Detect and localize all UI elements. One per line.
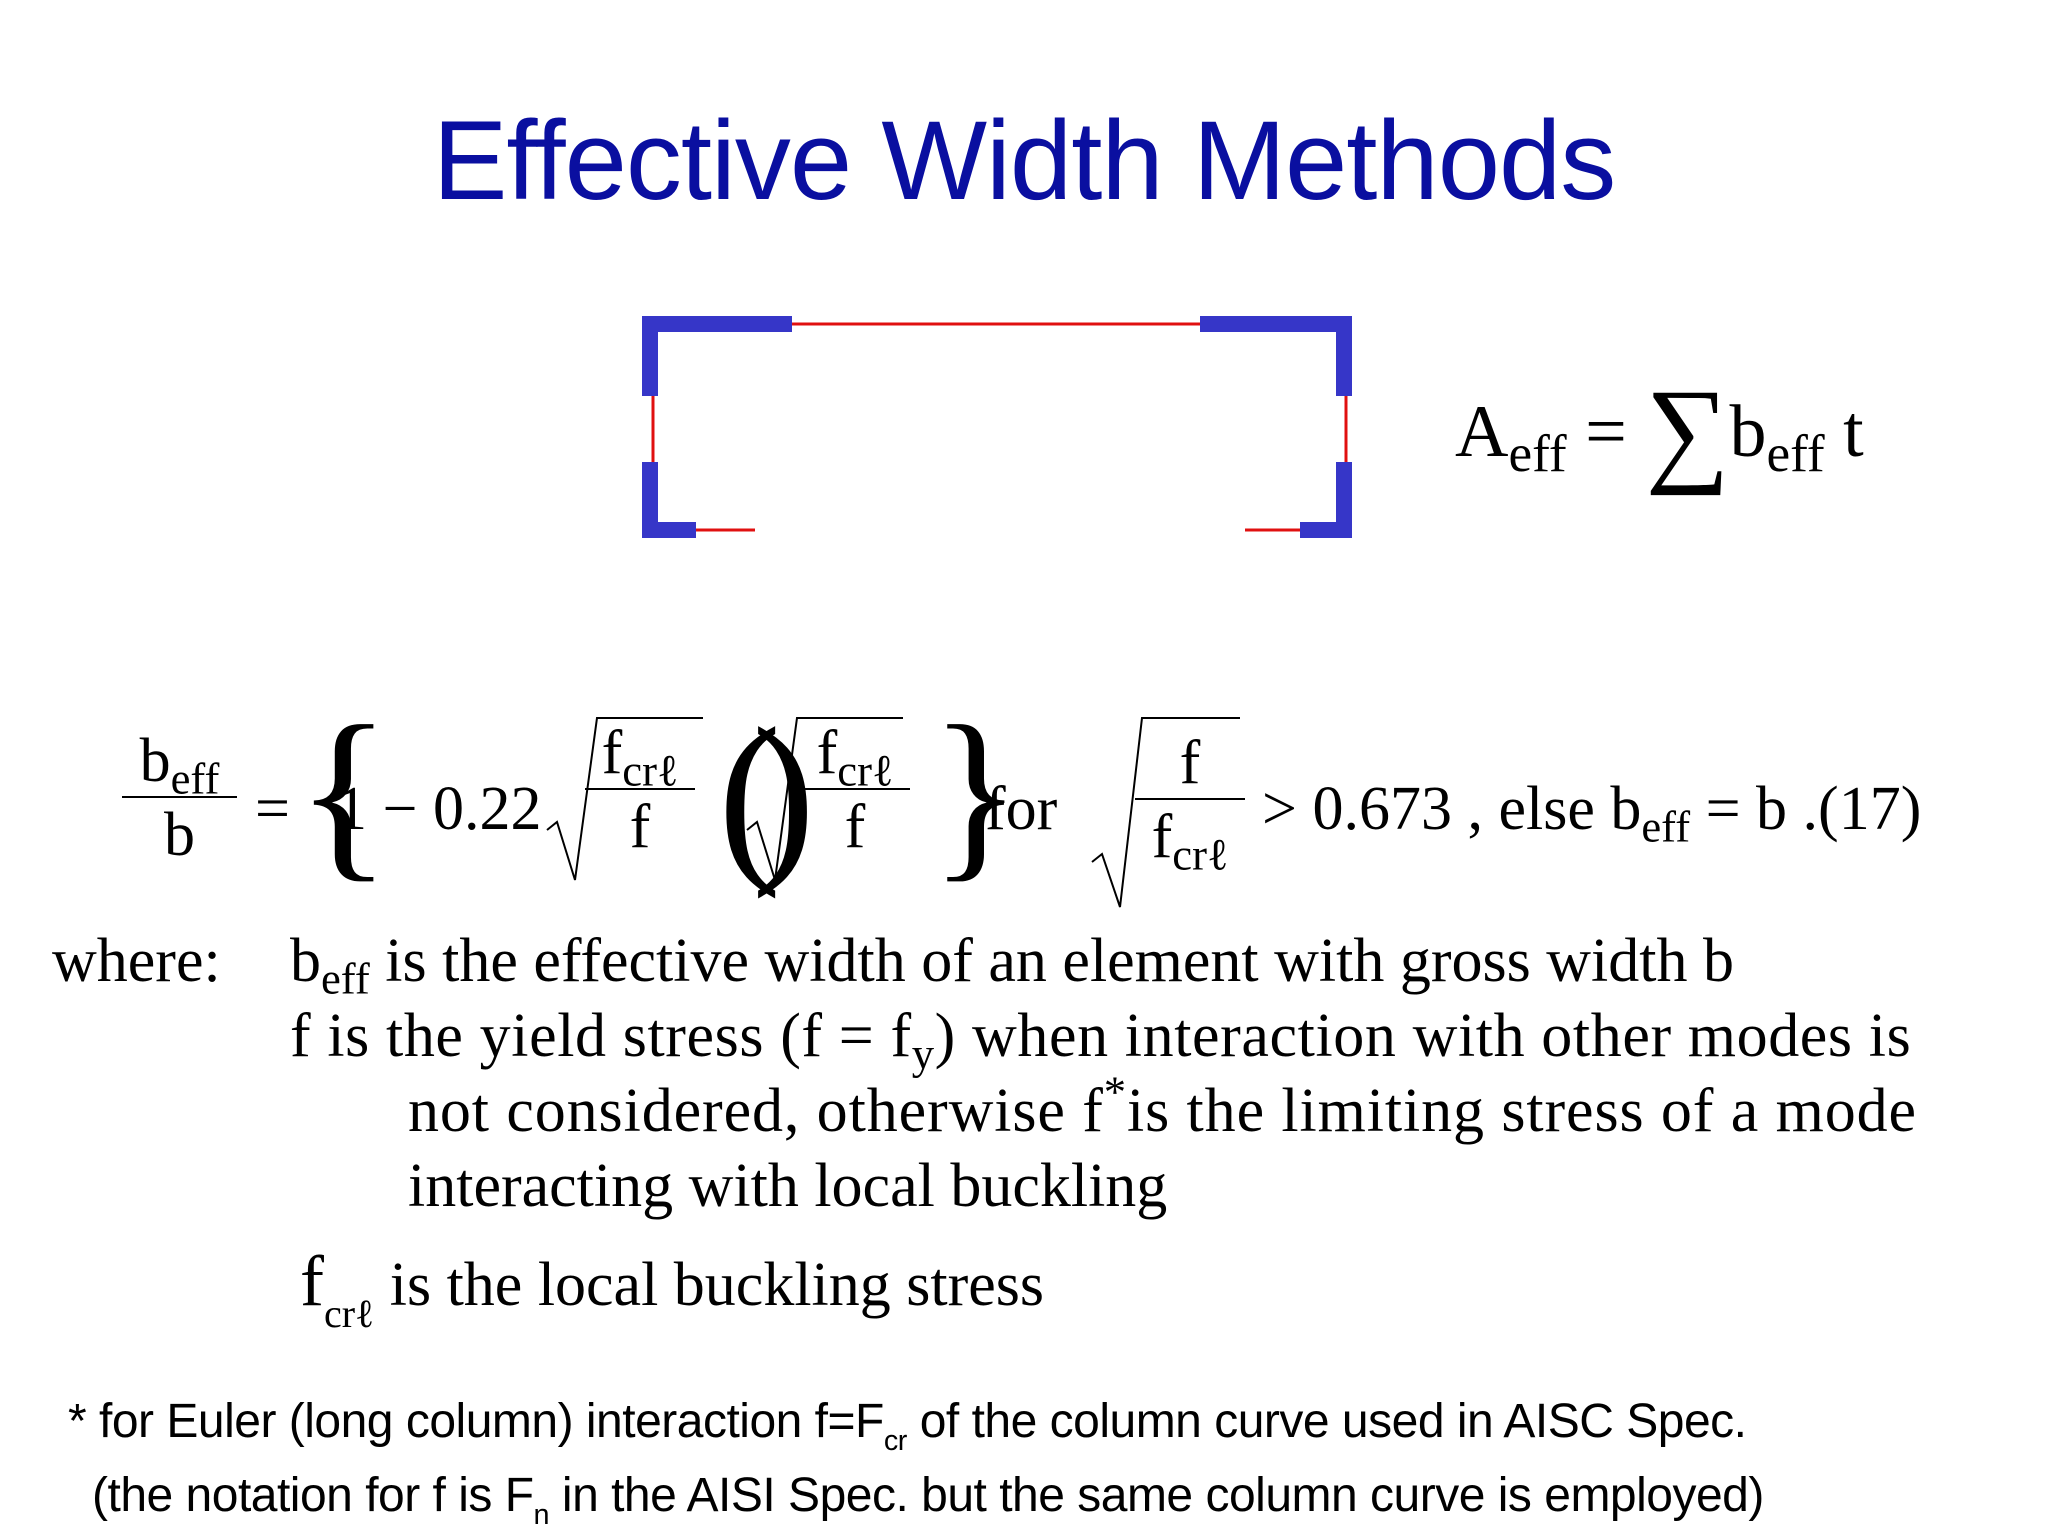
sqrt-sign-1 (546, 717, 703, 881)
top-right-effective (1200, 316, 1352, 332)
where-line-2: f is the yield stress (f = fy) when inte… (290, 1002, 1912, 1079)
aeff-A: A (1455, 391, 1509, 473)
lhs-fraction-bar (122, 796, 237, 798)
channel-section-diagram (642, 316, 1352, 538)
right-upper-effective (1336, 316, 1352, 396)
one-minus-coefficient: 1 − 0.22 (336, 775, 542, 843)
where-line-1: beff is the effective width of an elemen… (290, 927, 1735, 1004)
left-brace: { (295, 688, 392, 898)
where-line-4: interacting with local buckling (408, 1152, 1168, 1220)
sqrt1-fraction: fcrℓ f (585, 722, 695, 858)
ineffective-portions (651, 322, 1348, 532)
bottom-right-effective (1300, 522, 1352, 538)
aeff-A-sub: eff (1508, 423, 1567, 483)
sqrt2-fraction: fcrℓ f (800, 722, 910, 858)
aeff-t: t (1843, 391, 1864, 473)
effective-portions (642, 316, 1352, 538)
where-label: where: (52, 927, 221, 995)
aeff-sigma: ∑ (1645, 365, 1730, 497)
top-left-effective (642, 316, 792, 332)
footnote-line-2: (the notation for f is Fn in the AISI Sp… (92, 1469, 1764, 1531)
for-word: for (985, 775, 1058, 843)
aeff-eq: = (1585, 391, 1627, 473)
lhs-fraction: beff b (122, 730, 237, 866)
aeff-b: b (1729, 391, 1767, 473)
aeff-b-sub: eff (1766, 423, 1825, 483)
left-paren: ( (718, 690, 782, 900)
bottom-left-effective (642, 522, 696, 538)
aeff-formula: Aeff = ∑beff t (1455, 372, 1864, 490)
right-paren: ) (752, 690, 816, 900)
condition-rhs: > 0.673 , else beff = b .(17) (1262, 775, 1922, 852)
where-line-3: not considered, otherwise f*is the limit… (408, 1066, 1917, 1145)
slide-title: Effective Width Methods (432, 98, 1617, 223)
sqrt-sign-2 (746, 717, 903, 881)
lhs-den: b (164, 801, 195, 869)
left-lower-effective (642, 462, 658, 538)
right-brace: } (930, 688, 1022, 898)
main-equation: beff b = { 1 − 0.22 fcrℓ f ( ) fcrℓ f } … (0, 688, 2048, 930)
where-line-5: fcrℓ is the local buckling stress (300, 1241, 1045, 1336)
footnote-line-1: * for Euler (long column) interaction f=… (68, 1395, 1747, 1457)
left-upper-effective (642, 316, 658, 396)
lhs-num: beff (139, 727, 220, 804)
equals-sign: = (255, 775, 290, 843)
condition-fraction: f fcrℓ (1135, 732, 1245, 877)
sqrt-sign-3 (1091, 717, 1240, 908)
right-lower-effective (1336, 462, 1352, 538)
